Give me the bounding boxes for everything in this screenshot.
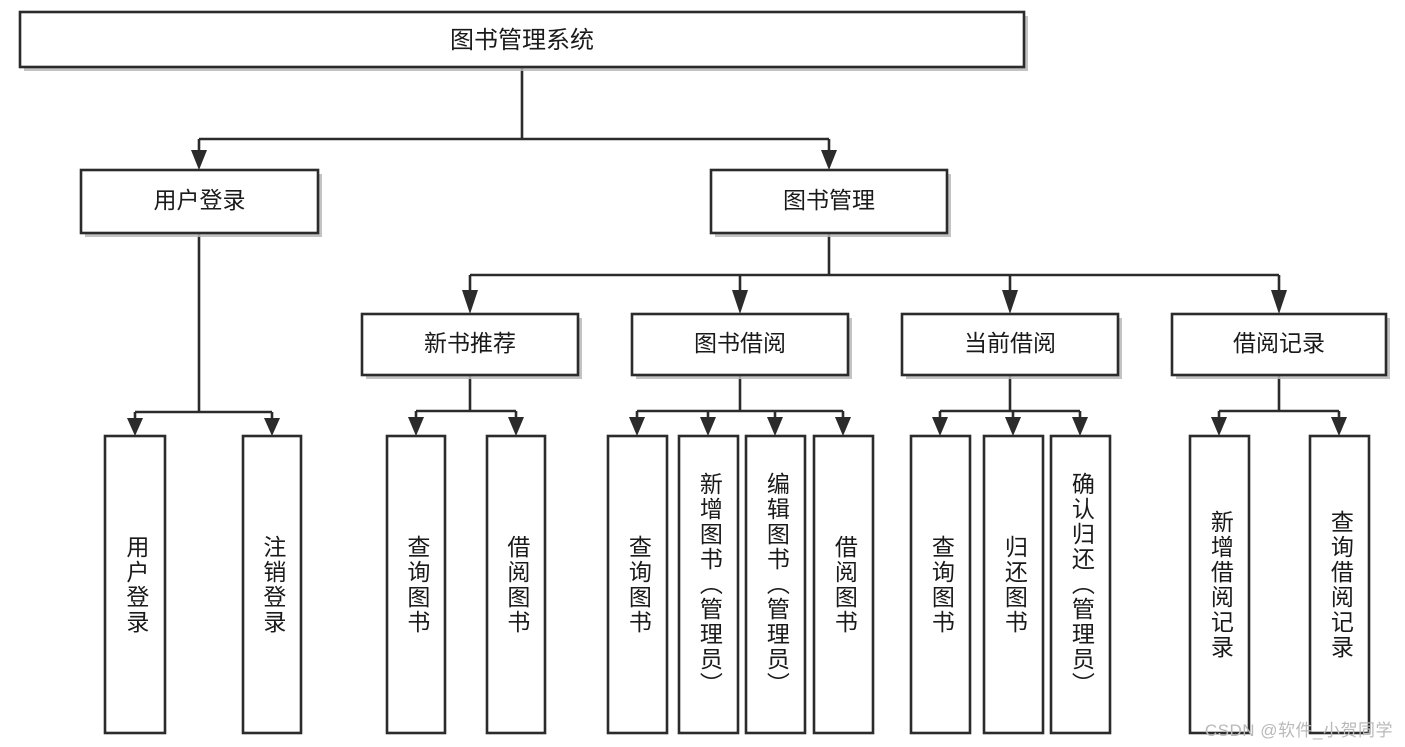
node-new-book-recommend-label: 新书推荐 — [424, 330, 516, 356]
arrow-cb-to-return-book — [1005, 417, 1021, 436]
node-leaf-edit-book-box[interactable] — [744, 434, 807, 735]
node-leaf-return-book-box[interactable] — [982, 434, 1045, 735]
node-user-login[interactable]: 用户登录 — [79, 168, 322, 237]
node-leaf-query-book-bb-box[interactable] — [606, 434, 669, 735]
arrow-br-to-query-record — [1331, 417, 1347, 436]
node-leaf-borrow-book-rec-box[interactable] — [485, 434, 547, 735]
arrow-ul-to-leaf-user-login — [127, 418, 143, 436]
arrow-nbr-to-query-book — [408, 417, 424, 436]
node-book-borrow-box[interactable] — [630, 312, 850, 377]
node-leaf-add-book-box[interactable] — [677, 434, 740, 735]
node-leaf-confirm-return-box[interactable] — [1049, 434, 1112, 735]
node-current-borrow-box[interactable] — [900, 312, 1120, 377]
arrow-bb-to-borrow-book — [835, 417, 851, 436]
node-leaf-query-book-rec-box[interactable] — [385, 434, 447, 735]
node-current-borrow-label: 当前借阅 — [964, 330, 1056, 356]
arrow-root-to-book-manage — [821, 150, 837, 170]
node-user-login-box[interactable] — [79, 168, 320, 235]
node-book-manage[interactable]: 图书管理 — [709, 168, 951, 237]
node-borrow-record-box[interactable] — [1170, 312, 1388, 377]
node-book-manage-box[interactable] — [709, 168, 949, 235]
node-leaf-query-book-cb-box[interactable] — [909, 434, 972, 735]
leaf-layer — [103, 434, 1371, 735]
arrow-root-to-user-login — [191, 150, 207, 170]
node-borrow-record-label: 借阅记录 — [1233, 330, 1325, 356]
node-layer: 图书管理系统 用户登录 图书管理 新书推荐 — [18, 10, 1390, 735]
arrow-bb-to-edit-book — [767, 417, 783, 436]
node-user-login-label: 用户登录 — [154, 187, 246, 213]
arrow-bb-to-query-book — [629, 417, 645, 436]
arrow-bm-to-borrow-record — [1271, 290, 1287, 314]
arrow-br-to-add-record — [1211, 417, 1227, 436]
node-book-manage-label: 图书管理 — [783, 187, 875, 213]
node-leaf-query-record-box[interactable] — [1308, 434, 1371, 735]
node-leaf-user-login-box[interactable] — [103, 434, 167, 735]
arrow-cb-to-confirm-return — [1072, 417, 1088, 436]
arrow-nbr-to-borrow-book — [508, 417, 524, 436]
node-book-borrow-label: 图书借阅 — [694, 330, 786, 356]
arrow-bm-to-new-book-recommend — [462, 290, 478, 314]
node-root-box[interactable] — [18, 10, 1026, 69]
node-borrow-record[interactable]: 借阅记录 — [1170, 312, 1390, 379]
node-current-borrow[interactable]: 当前借阅 — [900, 312, 1122, 379]
node-leaf-borrow-book-bb-box[interactable] — [812, 434, 875, 735]
node-book-borrow[interactable]: 图书借阅 — [630, 312, 852, 379]
node-root-label: 图书管理系统 — [450, 27, 594, 54]
arrow-bb-to-add-book — [700, 417, 716, 436]
csdn-watermark: CSDN @软件_小贺同学 — [1204, 721, 1393, 740]
arrow-bm-to-book-borrow — [732, 290, 748, 314]
arrow-bm-to-current-borrow — [1002, 290, 1018, 314]
arrow-cb-to-query-book — [932, 417, 948, 436]
node-new-book-recommend-box[interactable] — [360, 312, 580, 377]
node-root[interactable]: 图书管理系统 — [18, 10, 1028, 71]
node-leaf-add-record-box[interactable] — [1188, 434, 1251, 735]
node-new-book-recommend[interactable]: 新书推荐 — [360, 312, 582, 379]
arrow-ul-to-leaf-logout-login — [264, 418, 280, 436]
node-leaf-logout-login-box[interactable] — [241, 434, 303, 735]
connector-layer — [127, 67, 1347, 436]
